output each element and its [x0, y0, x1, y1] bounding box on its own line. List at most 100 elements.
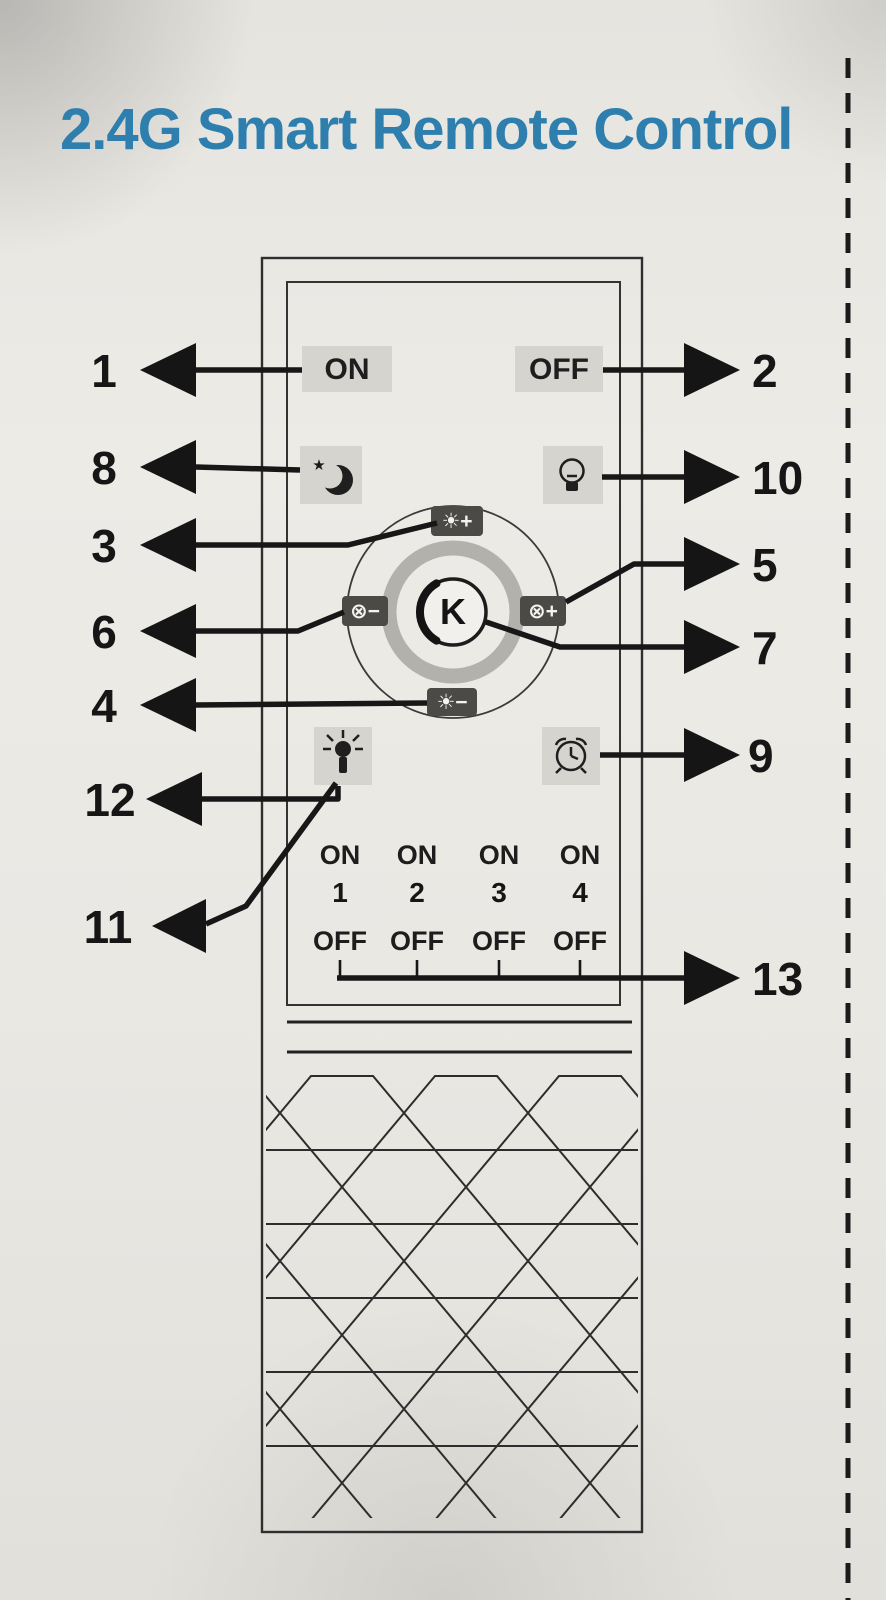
callout-lines [195, 367, 684, 981]
bulb-icon [559, 458, 585, 491]
callout-6-arrow [140, 604, 196, 658]
callout-10-arrow [684, 450, 740, 504]
hex-cell [266, 1445, 344, 1518]
zone1-on-label: ON [320, 840, 361, 870]
brightness-down-button: ☀− [427, 688, 477, 716]
night-mode-button: ★ [300, 446, 362, 504]
callout-8-arrow [140, 440, 196, 494]
callout-8-number: 8 [91, 442, 117, 494]
temp-minus-label: ⊗− [350, 600, 380, 623]
brightness-down-label: ☀− [436, 691, 467, 714]
callout-11-arrow [152, 899, 206, 953]
hex-cell [526, 1075, 638, 1151]
hex-cell [340, 1297, 468, 1373]
callout-4-number: 4 [91, 680, 117, 732]
k-button: K [416, 577, 488, 647]
zone3-number: 3 [491, 877, 507, 908]
torch-button [314, 727, 372, 785]
brightness-up-button: ☀+ [431, 506, 483, 536]
callout-4-line [195, 700, 428, 708]
remote-body [260, 256, 644, 1534]
hex-cell [402, 1075, 530, 1151]
hex-cell [402, 1223, 530, 1299]
callout-numbers: 1 8 3 6 4 12 11 2 10 5 7 9 13 [84, 345, 803, 1005]
hex-cell [464, 1149, 592, 1225]
on-button: ON [302, 346, 392, 392]
moon-star-glyph: ★ [312, 457, 325, 474]
callout-10-number: 10 [752, 452, 803, 504]
alarm-clock-icon [554, 737, 588, 774]
hex-cell [402, 1371, 530, 1447]
hex-cell [94, 1446, 218, 1520]
callout-11-number: 11 [84, 901, 133, 953]
off-button: OFF [515, 346, 603, 392]
callout-9-arrow [684, 728, 740, 782]
torch-icon [323, 730, 363, 773]
callout-6-line [196, 609, 346, 634]
callout-arrows [140, 343, 740, 1005]
callout-8-line [195, 464, 301, 473]
callout-12-number: 12 [84, 774, 135, 826]
hex-cell [266, 1297, 344, 1373]
callout-2-number: 2 [752, 345, 778, 397]
hex-cell [464, 1297, 592, 1373]
callout-1-arrow [140, 343, 196, 397]
hex-cell [278, 1371, 406, 1447]
hex-cell [266, 1149, 344, 1225]
zone3-off-label: OFF [472, 926, 526, 956]
callout-4-arrow [140, 678, 196, 732]
hex-cell [94, 1298, 218, 1372]
hex-cell [652, 1372, 776, 1446]
zone4-number: 4 [572, 877, 588, 908]
callout-5-line [564, 561, 684, 605]
callout-5-number: 5 [752, 539, 778, 591]
zone2-off-label: OFF [390, 926, 444, 956]
callout-1-number: 1 [91, 345, 117, 397]
temp-plus-button: ⊗+ [520, 596, 566, 626]
zone1-off-label: OFF [313, 926, 367, 956]
hex-cell [588, 1445, 638, 1518]
timer-button [542, 727, 600, 785]
zone4-off-label: OFF [553, 926, 607, 956]
callout-12-arrow [146, 772, 202, 826]
zone4-on-label: ON [560, 840, 601, 870]
bulb-button [543, 446, 603, 504]
callout-13-number: 13 [752, 953, 803, 1005]
hex-cell [340, 1445, 468, 1518]
hex-cell [526, 1223, 638, 1299]
callout-7-line [485, 619, 684, 650]
zone-grid: ON ON ON ON 1 2 3 4 OFF OFF OFF OFF [313, 840, 607, 978]
hex-cell [94, 1150, 218, 1224]
hex-cell [464, 1445, 592, 1518]
callout-11-line [204, 781, 339, 927]
callout-13-arrow [684, 951, 740, 1005]
hex-cell [652, 1076, 776, 1150]
callout-7-number: 7 [752, 622, 778, 674]
page-title: 2.4G Smart Remote Control [60, 97, 793, 162]
temp-minus-button: ⊗− [342, 596, 388, 626]
temp-plus-label: ⊗+ [528, 600, 558, 623]
zone2-on-label: ON [397, 840, 438, 870]
hex-cell [278, 1223, 406, 1299]
on-button-label: ON [325, 353, 370, 386]
dial-cluster: K ☀+ ☀− ⊗− ⊗+ [342, 505, 566, 719]
callout-5-arrow [684, 537, 740, 591]
hex-cell [588, 1297, 638, 1373]
callout-12-line [202, 786, 341, 802]
zone3-on-label: ON [479, 840, 520, 870]
zone1-number: 1 [332, 877, 348, 908]
off-button-label: OFF [529, 353, 589, 386]
callout-7-arrow [684, 620, 740, 674]
hex-cell [278, 1075, 406, 1151]
moon-star-icon: ★ [312, 457, 353, 495]
dial-ring [381, 540, 525, 684]
callout-6-number: 6 [91, 606, 117, 658]
brightness-up-label: ☀+ [441, 510, 472, 533]
callout-3-number: 3 [91, 520, 117, 572]
honeycomb-grille [94, 1075, 776, 1520]
callout-2-arrow [684, 343, 740, 397]
k-button-label: K [440, 591, 466, 632]
zone2-number: 2 [409, 877, 425, 908]
